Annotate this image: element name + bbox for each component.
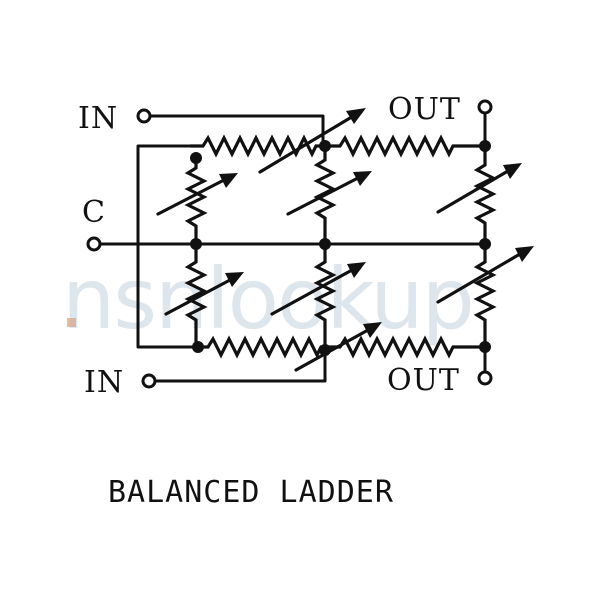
terminals: [86, 99, 493, 389]
diagram-caption: BALANCED LADDER: [108, 475, 394, 510]
label-in-top: IN: [78, 101, 118, 136]
label-common: C: [82, 195, 106, 230]
wire-left-bus: [136, 144, 200, 349]
resistor-shunt-right-upper: [473, 146, 497, 244]
resistor-shunt-center-lower: [313, 244, 337, 347]
labels: IN OUT C IN OUT: [78, 92, 461, 400]
terminal-out-bottom: [477, 370, 493, 386]
resistor-bottom-right: [325, 335, 485, 359]
label-out-bottom: OUT: [387, 363, 460, 398]
junction-mid-center: [319, 238, 331, 250]
junctions: [190, 140, 491, 356]
junction-top-center: [319, 140, 331, 152]
terminal-in-top: [136, 108, 152, 124]
watermark: nsnlookup: [62, 250, 475, 348]
resistor-shunt-center-upper: [313, 146, 337, 244]
series-resistors: [190, 134, 485, 359]
arrow-bottom-series: [294, 322, 382, 372]
junction-bottom-center: [319, 344, 331, 356]
terminal-out-top: [477, 99, 493, 115]
junction-top-right: [479, 140, 491, 152]
arrow-right-upper-shunt: [436, 163, 522, 214]
wire-in-bottom: [153, 348, 327, 383]
junction-mid-right: [479, 238, 491, 250]
junction-bottom-right: [479, 341, 491, 353]
resistor-bottom-left: [198, 335, 325, 359]
shunt-resistors: [184, 146, 497, 347]
resistor-top-right: [325, 134, 485, 158]
arrow-top-series: [258, 108, 366, 174]
watermark-dot: [67, 318, 76, 327]
label-in-bottom: IN: [84, 365, 124, 400]
wire-in-top: [148, 114, 325, 147]
resistor-shunt-left-upper: [184, 155, 208, 244]
arrow-center-upper-shunt: [286, 171, 372, 216]
terminal-in-bottom: [141, 373, 157, 389]
arrow-right-lower-shunt: [436, 246, 534, 304]
junction-top-left: [190, 152, 202, 164]
resistor-shunt-left-lower: [184, 244, 208, 347]
resistor-top-left: [190, 134, 325, 158]
watermark-text: nsnlookup: [62, 250, 473, 348]
junction-mid-left: [190, 238, 202, 250]
label-out-top: OUT: [388, 92, 461, 127]
junction-bottom-left: [192, 341, 204, 353]
arrow-left-upper-shunt: [156, 173, 238, 216]
terminal-common: [86, 236, 102, 252]
variable-arrows: [156, 108, 534, 372]
arrow-left-lower-shunt: [164, 272, 244, 316]
arrow-center-lower-shunt: [270, 262, 366, 316]
resistor-shunt-right-lower: [473, 244, 497, 347]
